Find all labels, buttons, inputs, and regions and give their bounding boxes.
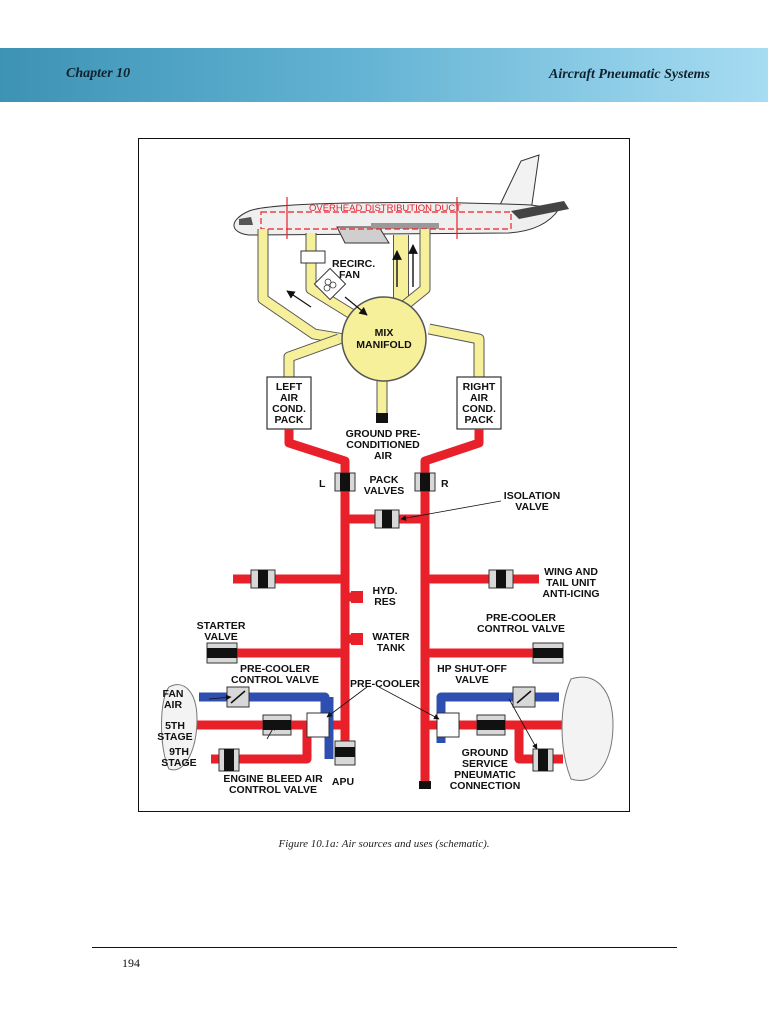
left-engine [161,684,198,771]
right-letter: R [441,478,449,490]
overhead-duct-label: OVERHEAD DISTRIBUTION DUCT [309,203,461,214]
precooler-control-valve-left [226,686,250,708]
pre-cooler-left [306,712,330,738]
right-engine [561,676,614,781]
figure-frame: OVERHEAD DISTRIBUTION DUCT [138,138,630,812]
recirc-fan-label: RECIRC.FAN [332,258,375,281]
mix-manifold [341,296,427,382]
engine-bleed-valve-left [262,714,292,736]
apu-label: APU [332,776,354,788]
ninth-stage-valve-left [218,748,240,772]
page-number: 194 [122,956,140,970]
left-letter: L [319,478,326,490]
ground-preconditioned-connector [376,413,388,423]
pre-cooler-right [436,712,460,738]
figure-caption: Figure 10.1a: Air sources and uses (sche… [278,838,490,850]
apu-valve [334,740,356,766]
valves [206,472,564,789]
section-title: Aircraft Pneumatic Systems [549,67,710,82]
header-band: Chapter 10 Aircraft Pneumatic Systems [0,48,768,102]
chapter-title: Chapter 10 [66,66,131,81]
left-air-cond-pack [266,376,312,430]
recirc-fan-box [300,250,326,264]
pack-valve-right [414,472,436,492]
pre-cooler-label: PRE-COOLER [350,678,420,690]
ground-service-connector [419,781,431,789]
hyd-res-label: HYD.RES [372,585,397,608]
hyd-res-outlet [351,591,363,603]
starter-valve-right [532,642,564,664]
overhead-distribution-duct: OVERHEAD DISTRIBUTION DUCT [260,197,512,239]
starter-valve-left [206,642,238,664]
air-sources-schematic: OVERHEAD DISTRIBUTION DUCT [157,154,614,796]
hp-shutoff-valve [512,686,536,708]
footer-rule [92,947,677,948]
water-tank-outlet [351,633,363,645]
aircraft-illustration [233,154,569,244]
pack-valve-left [334,472,356,492]
right-air-cond-pack [456,376,502,430]
left-wing-valve [250,569,276,589]
ninth-stage-valve-right [532,748,554,772]
leader-lines [208,500,538,750]
isolation-valve [374,509,400,529]
engine-bleed-valve-right [476,714,506,736]
wing-anti-icing-valve [488,569,514,589]
